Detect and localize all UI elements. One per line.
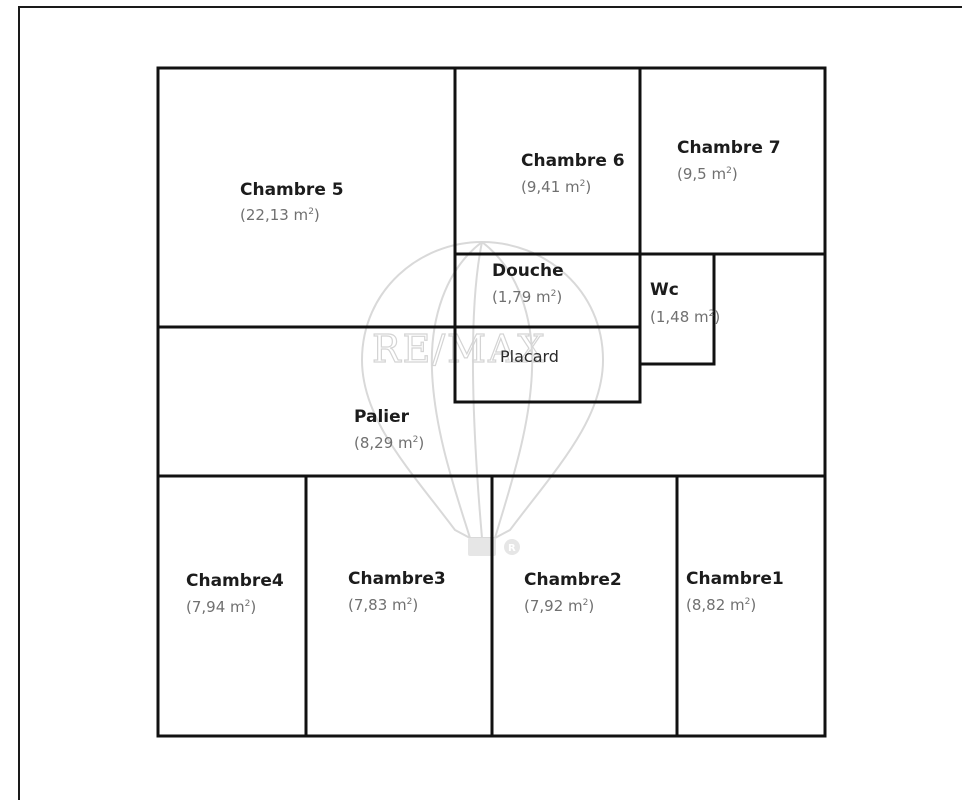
balloon-basket-icon	[468, 538, 496, 556]
room-area: (1,48 m2)	[650, 308, 720, 326]
room-area: (1,79 m2)	[492, 288, 562, 306]
room-area: (7,94 m2)	[186, 598, 256, 616]
room-chambre2: Chambre2 (7,92 m2)	[524, 570, 622, 615]
room-name: Chambre1	[686, 569, 784, 589]
room-chambre1: Chambre1 (8,82 m2)	[686, 569, 784, 614]
room-palier: Palier (8,29 m2)	[354, 407, 424, 452]
room-name: Chambre 7	[677, 138, 781, 158]
room-name: Chambre3	[348, 569, 446, 589]
registered-mark: R	[508, 543, 516, 554]
room-chambre-7: Chambre 7 (9,5 m2)	[677, 138, 781, 183]
room-area: (9,41 m2)	[521, 178, 591, 196]
image-frame	[18, 6, 962, 800]
room-placard: Placard	[500, 347, 559, 366]
room-chambre-6: Chambre 6 (9,41 m2)	[521, 151, 625, 196]
room-name: Chambre4	[186, 571, 284, 591]
room-name: Chambre2	[524, 570, 622, 590]
room-area: (8,29 m2)	[354, 434, 424, 452]
room-chambre-5: Chambre 5 (22,13 m2)	[240, 180, 344, 224]
room-name: Wc	[650, 280, 679, 300]
room-chambre4: Chambre4 (7,94 m2)	[186, 571, 284, 616]
room-area: (8,82 m2)	[686, 596, 756, 614]
registered-icon	[504, 539, 520, 555]
room-area: (7,92 m2)	[524, 597, 594, 615]
room-douche: Douche (1,79 m2)	[492, 261, 564, 306]
room-chambre3: Chambre3 (7,83 m2)	[348, 569, 446, 614]
room-name: Douche	[492, 261, 564, 281]
room-area: (9,5 m2)	[677, 165, 738, 183]
room-name: Palier	[354, 407, 410, 427]
room-wc: Wc (1,48 m2)	[650, 280, 720, 326]
room-area: (7,83 m2)	[348, 596, 418, 614]
remax-watermark: RE/MAX R	[360, 240, 605, 556]
room-area: (22,13 m2)	[240, 206, 320, 224]
room-name: Chambre 6	[521, 151, 625, 171]
balloon-outline-icon	[360, 240, 605, 539]
room-name: Chambre 5	[240, 180, 344, 200]
watermark-brand: RE/MAX	[372, 327, 547, 371]
room-name: Placard	[500, 347, 559, 366]
walls	[156, 66, 827, 738]
